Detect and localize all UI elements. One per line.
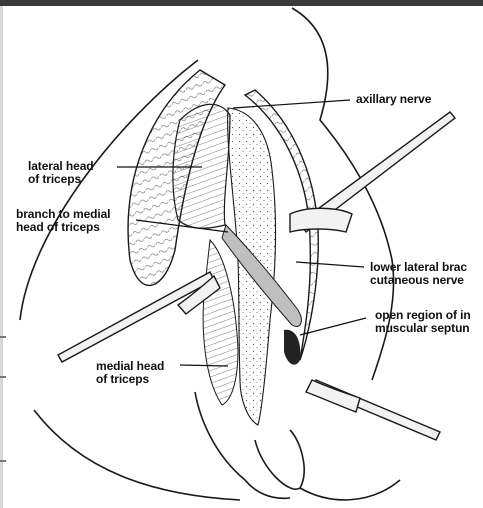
medial-head-muscle xyxy=(203,240,238,405)
septum-opening xyxy=(284,330,300,365)
label-medial-head-of-triceps: medial head of triceps xyxy=(96,360,164,386)
lateral-head-muscle xyxy=(173,104,230,228)
label-open-region-intermuscular-septum: open region of in muscular septun xyxy=(375,309,471,335)
label-lateral-head-of-triceps: lateral head of triceps xyxy=(28,160,94,186)
leader-lower-lateral xyxy=(296,262,364,267)
label-axillary-nerve: axillary nerve xyxy=(356,93,431,106)
label-branch-to-medial-head: branch to medial head of triceps xyxy=(16,208,110,234)
leader-axillary xyxy=(233,100,350,108)
label-lower-lateral-brachial-cutaneous-nerve: lower lateral brac cutaneous nerve xyxy=(370,261,467,287)
